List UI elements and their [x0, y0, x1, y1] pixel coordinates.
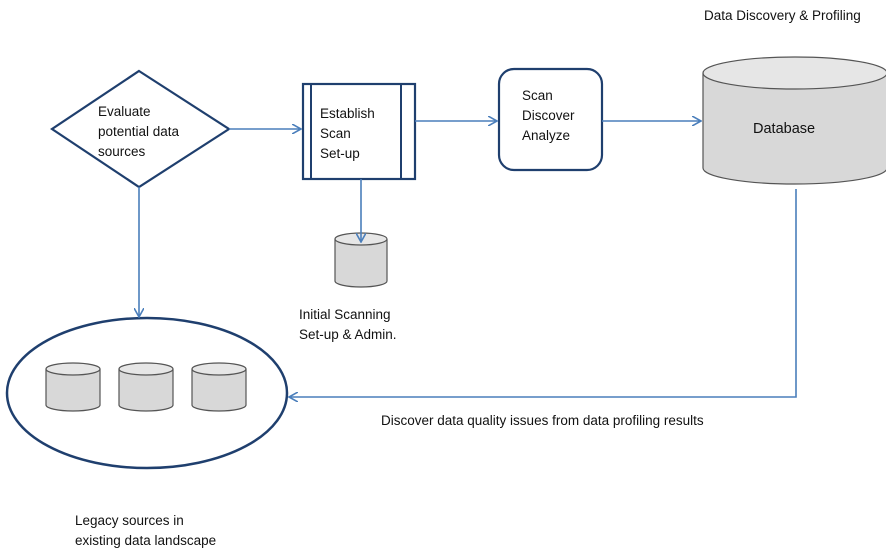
scan-label-line3: Analyze: [522, 128, 571, 143]
scan-label-line1: Scan: [522, 88, 553, 103]
initial-scanning-line2: Set-up & Admin.: [299, 327, 397, 342]
evaluate-label-line3: sources: [98, 144, 146, 159]
evaluate-label: Evaluate potential data sources: [98, 102, 179, 162]
establish-label-line1: Establish: [320, 106, 375, 121]
initial-scanning-cylinder: [334, 232, 388, 288]
scan-label: Scan Discover Analyze: [522, 86, 575, 146]
feedback-edge-label: Discover data quality issues from data p…: [381, 413, 704, 428]
establish-label-line3: Set-up: [320, 146, 360, 161]
database-cylinder: [702, 56, 886, 185]
arrow-database-to-legacy: [290, 189, 797, 397]
initial-scanning-label: Initial Scanning Set-up & Admin.: [299, 305, 397, 345]
legacy-sources-label: Legacy sources in existing data landscap…: [75, 511, 216, 551]
evaluate-label-line2: potential data: [98, 124, 180, 139]
establish-label: Establish Scan Set-up: [320, 104, 375, 164]
establish-process-box: [301, 82, 417, 181]
legacy-cylinder-2: [118, 362, 174, 412]
scan-label-line2: Discover: [522, 108, 575, 123]
scan-process-box: [497, 67, 604, 172]
legacy-sources-line2: existing data landscape: [75, 533, 217, 548]
initial-scanning-line1: Initial Scanning: [299, 307, 391, 322]
legacy-sources-line1: Legacy sources in: [75, 513, 184, 528]
evaluate-label-line1: Evaluate: [98, 104, 151, 119]
legacy-cylinder-1: [45, 362, 101, 412]
diagram-title: Data Discovery & Profiling: [704, 8, 861, 23]
legacy-cylinder-3: [191, 362, 247, 412]
database-label: Database: [753, 121, 816, 137]
establish-label-line2: Scan: [320, 126, 351, 141]
